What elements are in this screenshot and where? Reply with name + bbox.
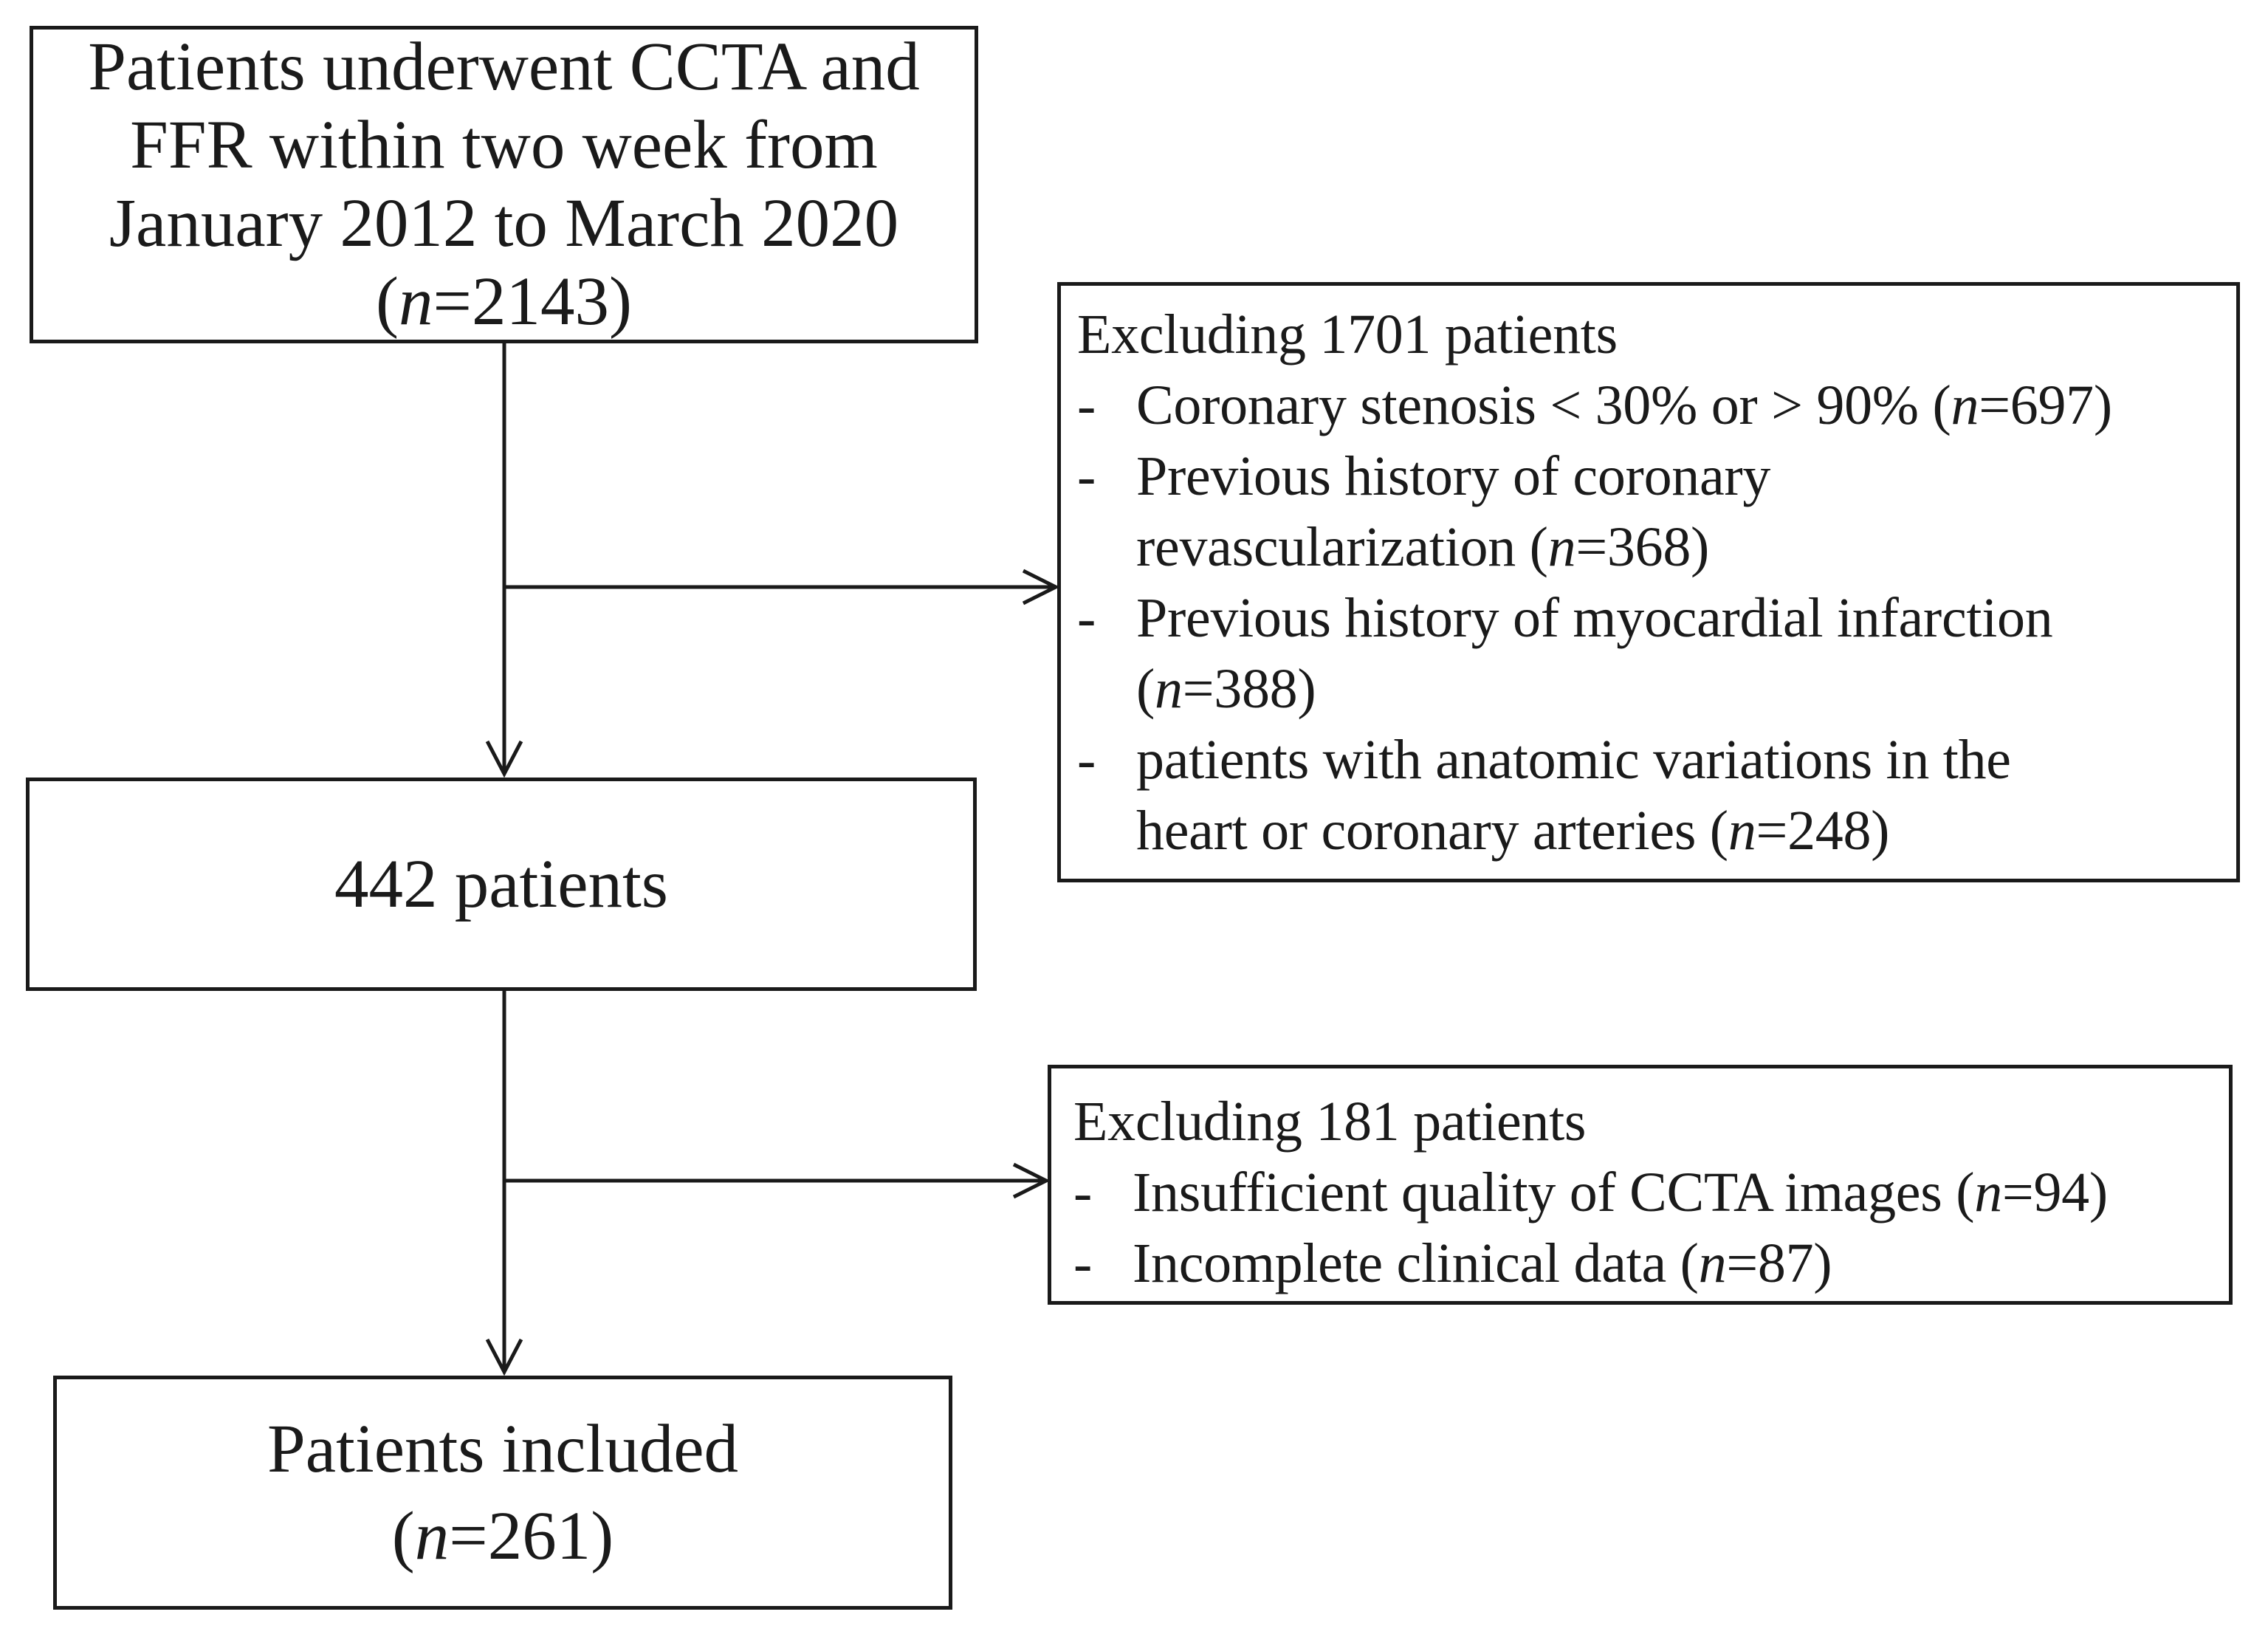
list-item: - patients with anatomic variations in t… bbox=[1077, 724, 2224, 866]
list-item: - Coronary stenosis < 30% or > 90% (n=69… bbox=[1077, 370, 2224, 441]
list-item-text: Coronary stenosis < 30% or > 90% (n=697) bbox=[1136, 374, 2112, 436]
dash-bullet: - bbox=[1077, 445, 1096, 507]
dash-bullet: - bbox=[1077, 729, 1096, 791]
exclusion-1-list: - Coronary stenosis < 30% or > 90% (n=69… bbox=[1077, 370, 2224, 866]
exclusion-2-title: Excluding 181 patients bbox=[1073, 1091, 1587, 1153]
dash-bullet: - bbox=[1077, 587, 1096, 649]
dash-bullet: - bbox=[1073, 1161, 1093, 1224]
exclusion-box-1: Excluding 1701 patients - Coronary steno… bbox=[1057, 282, 2240, 882]
exclusion-box-2: Excluding 181 patients - Insufficient qu… bbox=[1048, 1065, 2233, 1305]
list-item: - Incomplete clinical data (n=87) bbox=[1073, 1228, 2219, 1299]
included-patients-text: Patients included(n=261) bbox=[267, 1410, 738, 1574]
list-item-text: Insufficient quality of CCTA images (n=9… bbox=[1133, 1161, 2108, 1224]
list-item-text: Incomplete clinical data (n=87) bbox=[1133, 1232, 1832, 1294]
arrow-branch-to-exclusion-1 bbox=[504, 569, 1060, 605]
exclusion-2-list: - Insufficient quality of CCTA images (n… bbox=[1073, 1157, 2219, 1299]
intermediate-cohort-box: 442 patients bbox=[26, 778, 977, 991]
list-item: - Previous history of myocardial infarct… bbox=[1077, 583, 2224, 724]
exclusion-1-title: Excluding 1701 patients bbox=[1077, 303, 1618, 366]
list-item: - Insufficient quality of CCTA images (n… bbox=[1073, 1157, 2219, 1228]
dash-bullet: - bbox=[1073, 1232, 1093, 1294]
arrow-branch-to-exclusion-2 bbox=[504, 1162, 1051, 1199]
intermediate-cohort-text: 442 patients bbox=[334, 845, 668, 922]
dash-bullet: - bbox=[1077, 374, 1096, 436]
arrow-top-to-mid-box bbox=[485, 343, 523, 778]
included-patients-box: Patients included(n=261) bbox=[53, 1376, 952, 1610]
list-item-text: patients with anatomic variations in the… bbox=[1136, 729, 2011, 862]
list-item-text: Previous history of myocardial infarctio… bbox=[1136, 587, 2053, 720]
